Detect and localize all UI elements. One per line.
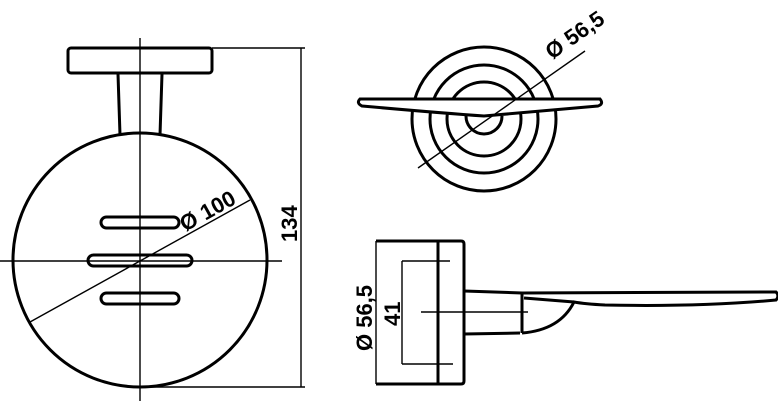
dish-profile [356,97,604,118]
inner-ring [445,80,523,158]
top-diameter-leader [417,50,586,169]
dish-side-profile [521,290,778,335]
side-view: Ø 56,5 41 [352,239,778,386]
top-diameter-label: Ø 56,5 [541,6,609,64]
arm-side [463,289,523,336]
side-inner-label: 41 [380,302,405,326]
dish-inner-curve [523,296,575,304]
outer-ring [410,45,558,193]
side-outer-label: Ø 56,5 [352,285,377,351]
middle-ring [428,63,540,175]
arm [116,73,164,136]
front-view: Ø 100 134 [0,38,305,401]
front-diameter-label: Ø 100 [175,185,240,236]
height-label: 134 [277,205,302,242]
top-view: Ø 56,5 [356,6,609,193]
diameter-leader [29,199,251,323]
core-arc [464,115,504,136]
